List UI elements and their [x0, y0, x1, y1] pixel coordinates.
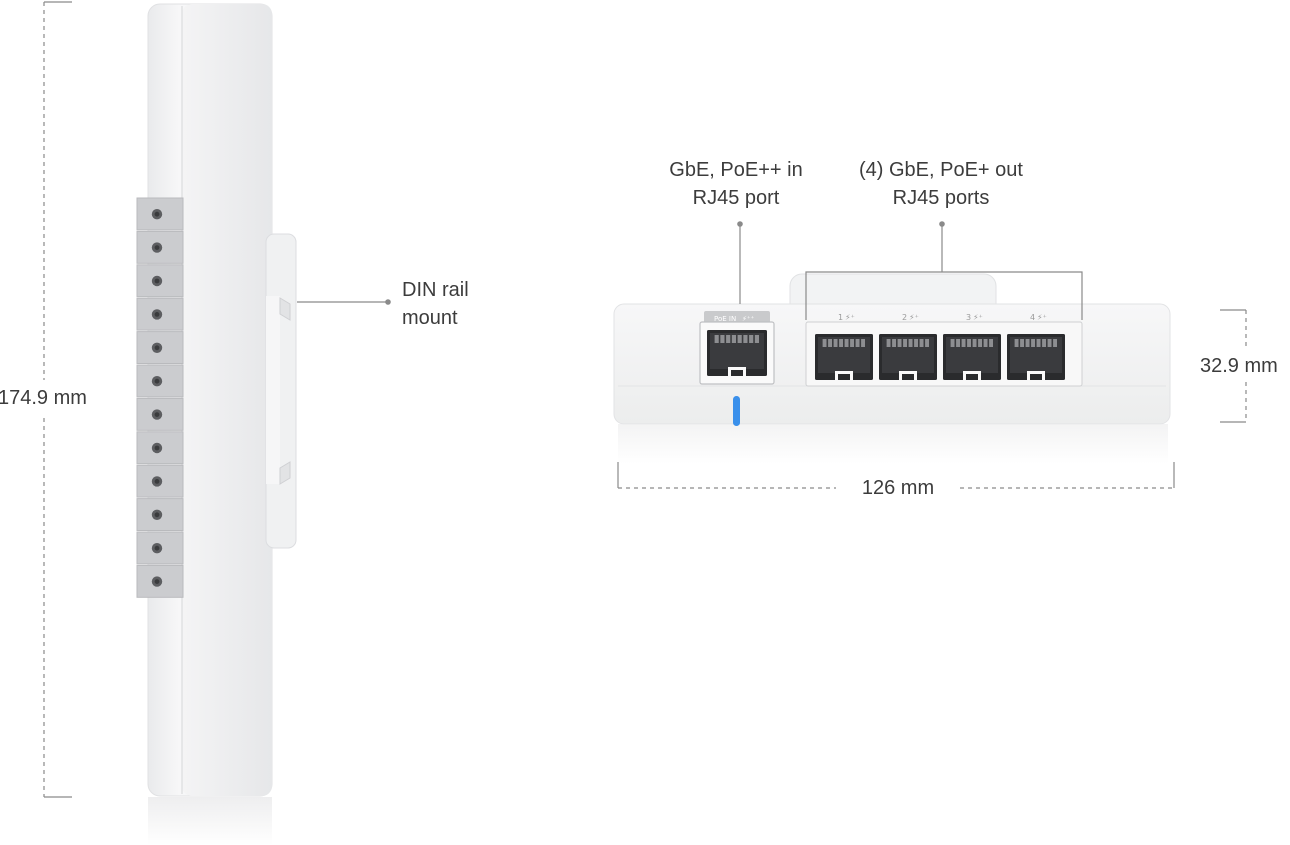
- vent-slot: [136, 364, 184, 398]
- din-rail-callout-line2: mount: [402, 307, 458, 329]
- width-dimension-line: [617, 462, 1175, 489]
- poe-out-port: 1⚡⁺: [815, 313, 873, 380]
- poe-out-port: 3⚡⁺: [943, 313, 1001, 380]
- port-number-label: 3: [966, 313, 971, 322]
- vent-slot: [136, 230, 184, 264]
- din-rail-callout: DIN rail mount: [402, 276, 469, 332]
- poe-bolt-icon: ⚡⁺: [909, 313, 919, 322]
- poe-bolt-icon: ⚡⁺: [845, 313, 855, 322]
- vent-slot: [136, 431, 184, 465]
- side-reflection: [148, 797, 272, 845]
- poe-bolt-icon: ⚡⁺: [1037, 313, 1047, 322]
- poe-out-callout-line2: RJ45 ports: [892, 187, 990, 209]
- poe-in-callout: GbE, PoE++ in RJ45 port: [640, 156, 832, 212]
- din-rail-mount: [265, 233, 297, 549]
- width-dimension-label: 126 mm: [861, 477, 935, 499]
- vent-slot: [136, 264, 184, 298]
- side-front-panel: [182, 4, 272, 796]
- poe-in-port: PoE IN ⚡⁺⁺: [699, 311, 775, 385]
- side-vent-strip: [136, 197, 184, 598]
- vent-slot: [136, 197, 184, 231]
- poe-in-callout-line: [737, 221, 743, 304]
- height-dimension-line: [43, 1, 72, 798]
- front-reflection: [618, 424, 1168, 464]
- poe-out-port: 4⚡⁺: [1007, 313, 1065, 380]
- status-led: [733, 396, 740, 426]
- poe-in-callout-line2: RJ45 port: [692, 187, 780, 209]
- din-rail-callout-line: [297, 299, 391, 305]
- poe-out-port: 2⚡⁺: [879, 313, 937, 380]
- poe-out-callout: (4) GbE, PoE+ out RJ45 ports: [830, 156, 1052, 212]
- vent-slot: [136, 498, 184, 532]
- vent-slot: [136, 464, 184, 498]
- height-dimension-label: 174.9 mm: [0, 387, 87, 409]
- svg-text:⚡⁺⁺: ⚡⁺⁺: [742, 315, 755, 323]
- vent-slot: [136, 331, 184, 365]
- vent-slot: [136, 531, 184, 565]
- poe-out-callout-bracket: [805, 221, 1083, 320]
- vent-slot: [136, 397, 184, 431]
- port-number-label: 4: [1030, 313, 1035, 322]
- poe-out-callout-line1: (4) GbE, PoE+ out: [859, 159, 1023, 181]
- depth-dimension-label: 32.9 mm: [1200, 355, 1278, 377]
- vent-slot: [136, 297, 184, 331]
- poe-in-callout-line1: GbE, PoE++ in: [669, 159, 803, 181]
- side-view-device: [43, 1, 391, 845]
- depth-dimension-line: [1220, 309, 1247, 423]
- port-number-label: 2: [902, 313, 907, 322]
- port-number-label: 1: [838, 313, 843, 322]
- poe-bolt-icon: ⚡⁺: [973, 313, 983, 322]
- poe-in-port-label: PoE IN: [714, 315, 736, 323]
- poe-out-ports: 1⚡⁺2⚡⁺3⚡⁺4⚡⁺: [815, 313, 1065, 380]
- front-view-device: 1⚡⁺2⚡⁺3⚡⁺4⚡⁺ PoE IN ⚡⁺⁺: [613, 221, 1247, 489]
- vent-slot: [136, 564, 184, 598]
- din-rail-callout-line1: DIN rail: [402, 279, 469, 301]
